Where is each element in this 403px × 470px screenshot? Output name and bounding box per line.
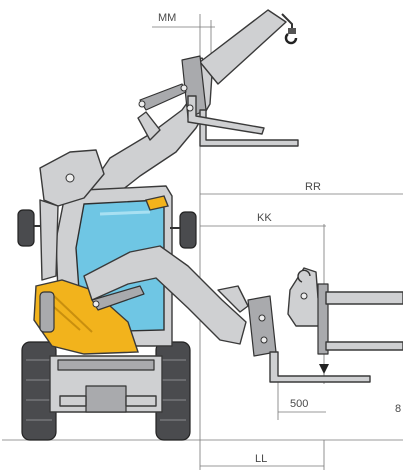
- extended-upper-boom: [325, 291, 403, 305]
- cab-window-glare: [99, 210, 151, 216]
- hitch-hook: [297, 269, 311, 283]
- chassis-bar: [57, 359, 155, 371]
- right-mirror: [179, 211, 197, 249]
- lowered-carriage: [247, 295, 277, 357]
- raised-lower-fork: [199, 109, 299, 147]
- raised-pin-2: [186, 104, 194, 112]
- tilt-linkage: [217, 285, 249, 313]
- extended-attachment: [287, 267, 403, 355]
- raised-tilt-cylinder: [139, 83, 187, 111]
- hook-icon: [284, 33, 298, 45]
- lowered-fork: [269, 351, 371, 383]
- left-axle-arm: [59, 395, 87, 407]
- kk-label: KK: [257, 212, 272, 224]
- extended-lower-arm: [325, 341, 403, 351]
- carriage-pin-2: [260, 336, 268, 344]
- left-headlight-housing: [39, 291, 55, 333]
- raised-pin-1: [180, 84, 188, 92]
- ll-label: LL: [255, 453, 267, 465]
- hook-block: [288, 28, 296, 34]
- raised-upper-fork: [187, 95, 265, 135]
- engine-cover-seam-2: [53, 295, 93, 333]
- boom-pillar: [39, 199, 59, 281]
- raised-pin-3: [138, 100, 146, 108]
- hitch-pin: [300, 292, 308, 300]
- raised-telescope-section: [199, 9, 287, 85]
- raised-link-plate: [137, 111, 161, 141]
- extended-carriage: [317, 283, 329, 355]
- left-mirror: [17, 209, 35, 247]
- axle-housing: [85, 385, 127, 413]
- roof-light: [145, 195, 169, 211]
- raised-boom: [87, 9, 299, 199]
- rr-label: RR: [305, 181, 321, 193]
- mm-label: MM: [158, 12, 176, 24]
- right-edge-label: 8: [395, 403, 401, 415]
- carriage-pin-1: [258, 314, 266, 322]
- load-center-arrow: [319, 364, 329, 374]
- lowered-main-boom: [83, 245, 247, 345]
- lift-cylinder-pin: [92, 300, 100, 308]
- raised-main-boom: [87, 57, 213, 199]
- lowered-boom: [83, 245, 371, 383]
- right-axle-arm: [125, 395, 157, 407]
- pivot-pin: [65, 173, 75, 183]
- fork-offset-label: 500: [290, 398, 308, 410]
- machine-body: [17, 149, 197, 441]
